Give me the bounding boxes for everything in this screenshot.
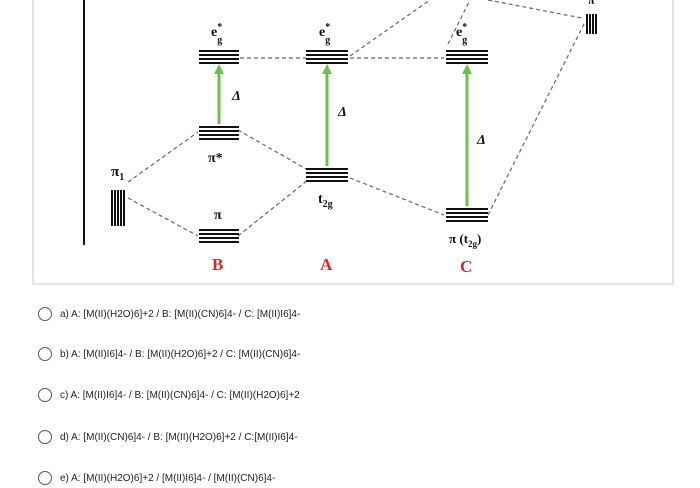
label-b-eg: e*g xyxy=(211,22,222,46)
column-letters: B A C xyxy=(212,255,472,276)
label-c-pi-t2g: π (t2g) xyxy=(449,231,481,249)
radio-e[interactable] xyxy=(38,471,52,485)
column-letter-a: A xyxy=(320,255,333,274)
connector-a-eg-to-top xyxy=(349,0,431,57)
connector-c-eg-right xyxy=(487,0,583,19)
option-a-label: a) A: [M(II)(H2O)6]+2 / B: [M(II)(CN)6]4… xyxy=(60,308,301,320)
arrows xyxy=(214,64,472,206)
connector-pistar-to-a-t2g xyxy=(237,129,309,171)
diagram-labels: π1 e*g e*g e*g Δ Δ Δ π* π t2g xyxy=(111,0,595,249)
option-c[interactable]: c) A: [M(II)I6]4- / B: [M(II)(CN)6]4- / … xyxy=(38,385,300,405)
option-a[interactable]: a) A: [M(II)(H2O)6]+2 / B: [M(II)(CN)6]4… xyxy=(38,304,300,324)
radio-b[interactable] xyxy=(38,347,52,361)
level-pi1 xyxy=(111,190,125,226)
label-c-delta: Δ xyxy=(476,133,486,148)
arrowhead-c xyxy=(462,64,472,74)
label-b-delta: Δ xyxy=(231,89,241,104)
answer-options: a) A: [M(II)(H2O)6]+2 / B: [M(II)(CN)6]4… xyxy=(0,290,700,488)
label-a-t2g: t2g xyxy=(318,192,333,210)
radio-a[interactable] xyxy=(38,307,52,321)
label-pi1: π1 xyxy=(111,164,124,183)
level-a-t2g xyxy=(306,168,348,182)
diagram-frame xyxy=(32,0,674,285)
radio-c[interactable] xyxy=(38,388,52,402)
level-top-right-cropped xyxy=(586,14,597,34)
label-a-delta: Δ xyxy=(337,105,347,120)
label-c-eg: e*g xyxy=(456,22,467,46)
option-d-label: d) A: [M(II)(CN)6]4- / B: [M(II)(H2O)6]+… xyxy=(60,431,298,443)
connector-c-eg-up xyxy=(447,0,471,45)
arrowhead-b xyxy=(214,64,224,74)
column-letter-c: C xyxy=(460,257,472,276)
column-letter-b: B xyxy=(212,255,223,274)
option-e-label: e) A: [M(II)(H2O)6]+2 / [M(II)I6]4- / [M… xyxy=(60,472,276,484)
option-d[interactable]: d) A: [M(II)(CN)6]4- / B: [M(II)(H2O)6]+… xyxy=(38,427,298,447)
connector-c-pi-to-right xyxy=(487,21,586,216)
level-b-eg xyxy=(199,50,239,64)
connector-lines xyxy=(127,0,586,237)
level-b-pistar xyxy=(199,126,239,140)
level-c-pi-t2g xyxy=(446,208,488,222)
arrowhead-a xyxy=(322,64,332,74)
option-e[interactable]: e) A: [M(II)(H2O)6]+2 / [M(II)I6]4- / [M… xyxy=(38,468,275,488)
option-c-label: c) A: [M(II)I6]4- / B: [M(II)(CN)6]4- / … xyxy=(60,389,300,401)
diagram-canvas: π1 e*g e*g e*g Δ Δ Δ π* π t2g xyxy=(32,0,674,285)
connector-a-t2g-to-c xyxy=(349,177,445,216)
radio-d[interactable] xyxy=(38,430,52,444)
level-a-eg xyxy=(306,50,348,64)
label-b-pi: π xyxy=(214,208,222,223)
connector-pi1-to-pi xyxy=(127,197,199,237)
energy-level-diagram: π1 e*g e*g e*g Δ Δ Δ π* π t2g xyxy=(32,0,674,285)
connector-pi1-to-pistar xyxy=(127,131,199,183)
label-a-eg: e*g xyxy=(319,22,330,46)
label-top-right-cropped: π xyxy=(588,0,595,7)
level-c-eg xyxy=(446,50,488,64)
option-b-label: b) A: [M(II)I6]4- / B: [M(II)(H2O)6]+2 /… xyxy=(60,348,301,360)
level-b-pi xyxy=(199,229,239,243)
option-b[interactable]: b) A: [M(II)I6]4- / B: [M(II)(H2O)6]+2 /… xyxy=(38,344,300,364)
connector-pi-to-a-t2g xyxy=(237,179,309,237)
label-pistar: π* xyxy=(208,151,223,166)
